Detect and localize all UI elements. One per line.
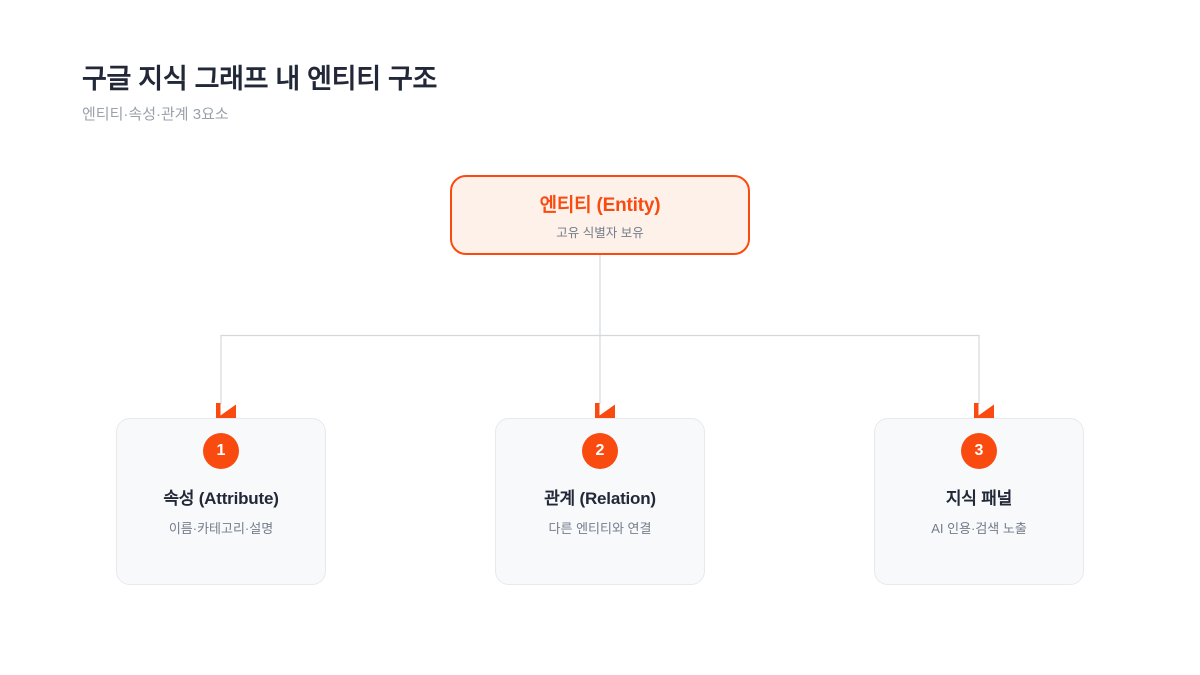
node-attribute[interactable]: 1 속성 (Attribute) 이름·카테고리·설명	[116, 418, 326, 585]
node-relation[interactable]: 2 관계 (Relation) 다른 엔티티와 연결	[495, 418, 705, 585]
arrowhead-icon	[216, 403, 236, 418]
number-badge: 3	[961, 433, 997, 469]
root-node-title: 엔티티 (Entity)	[539, 194, 661, 216]
root-node-subtitle: 고유 식별자 보유	[556, 225, 644, 240]
node-entity-root[interactable]: 엔티티 (Entity) 고유 식별자 보유	[450, 175, 750, 255]
number-badge: 2	[582, 433, 618, 469]
arrowhead-icon	[974, 403, 994, 418]
node-knowledge-panel[interactable]: 3 지식 패널 AI 인용·검색 노출	[874, 418, 1084, 585]
child-node-subtitle: AI 인용·검색 노출	[931, 521, 1027, 536]
child-node-title: 속성 (Attribute)	[163, 489, 279, 508]
number-badge: 1	[203, 433, 239, 469]
arrowhead-icon	[595, 403, 615, 418]
child-node-title: 관계 (Relation)	[544, 489, 656, 508]
page-title: 구글 지식 그래프 내 엔티티 구조	[82, 64, 438, 94]
child-node-title: 지식 패널	[945, 489, 1013, 508]
child-node-subtitle: 이름·카테고리·설명	[168, 521, 274, 536]
child-node-subtitle: 다른 엔티티와 연결	[548, 521, 652, 536]
page-subtitle: 엔티티·속성·관계 3요소	[82, 106, 229, 123]
